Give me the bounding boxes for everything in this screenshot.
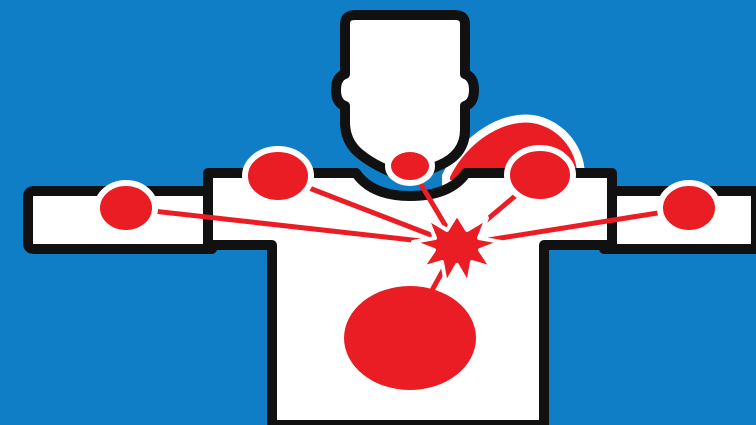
left-hand-pain-point — [97, 183, 155, 233]
belly-pain-circle — [344, 286, 476, 390]
right-shoulder-pain-point — [507, 148, 573, 202]
neck-pain-point — [388, 149, 432, 183]
right-hand-pain-point — [660, 183, 718, 233]
left-shoulder-pain-point — [245, 149, 311, 203]
